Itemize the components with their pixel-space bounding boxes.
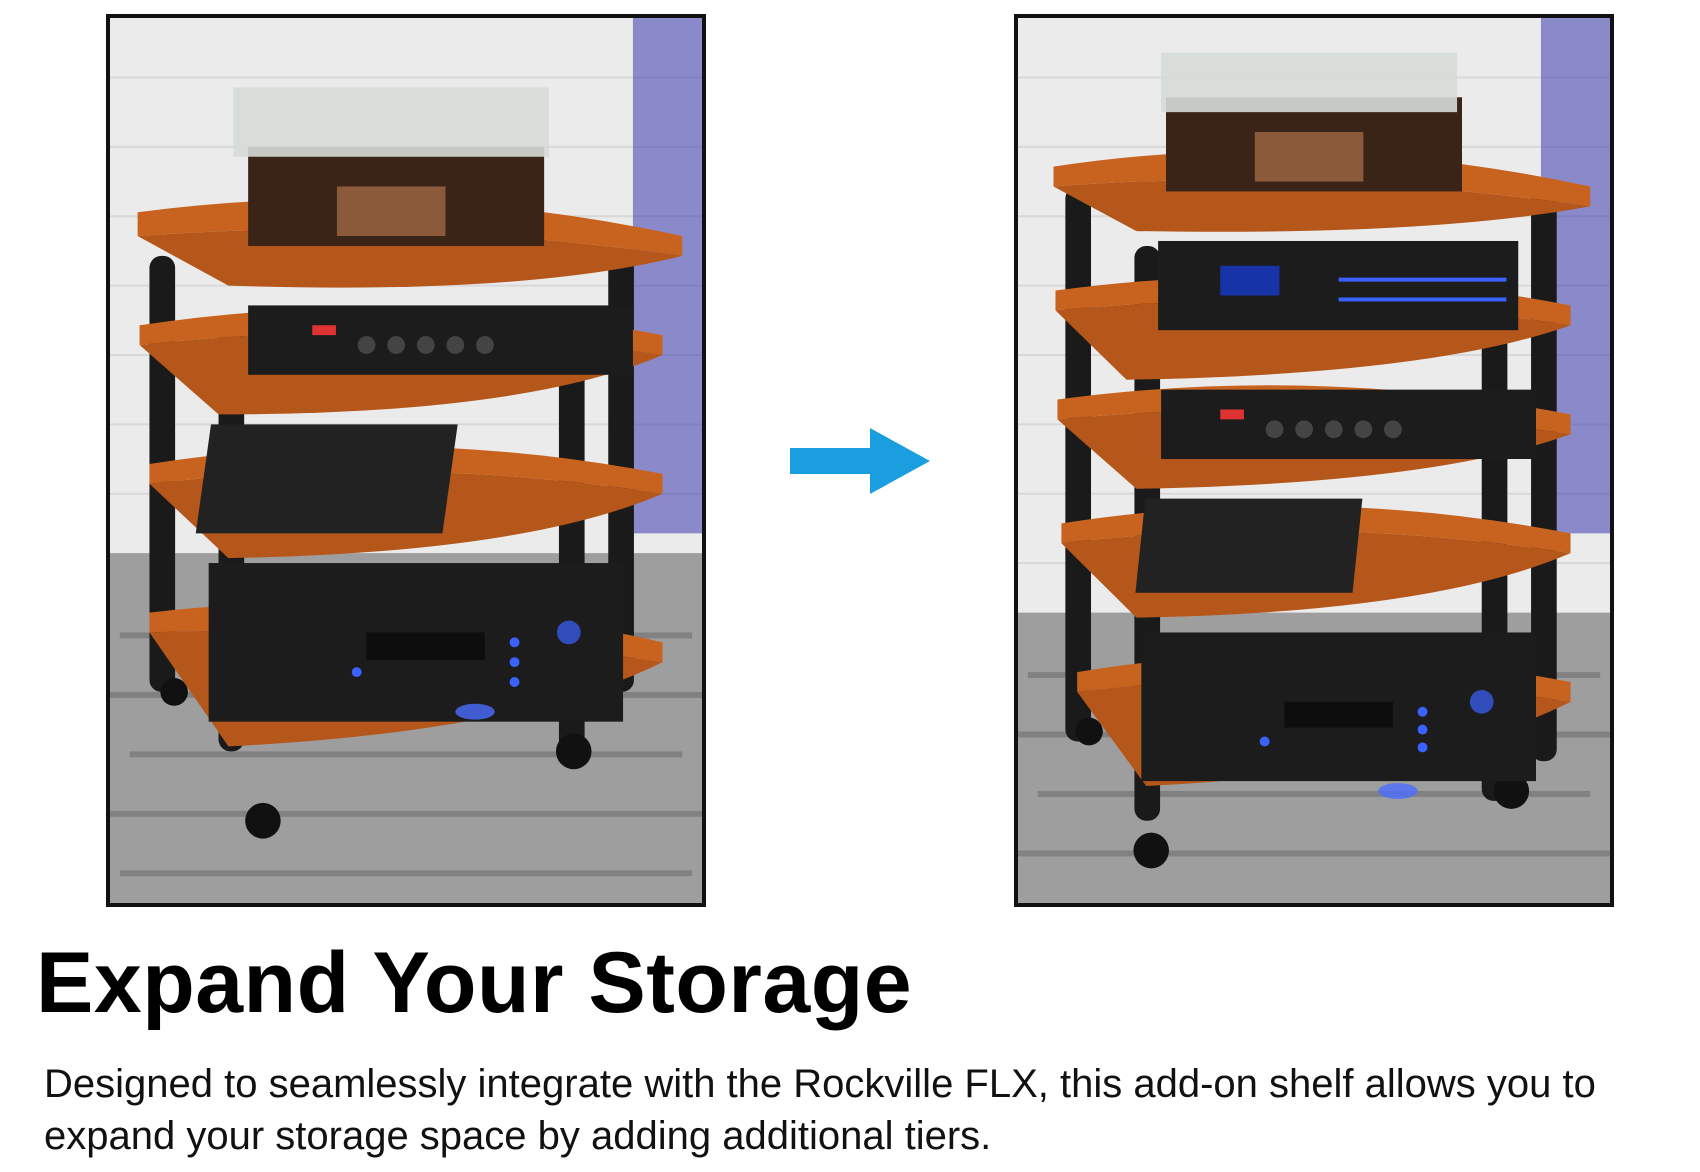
before-photo: [106, 14, 706, 907]
section-heading: Expand Your Storage: [36, 935, 913, 1031]
after-photo: [1014, 14, 1614, 907]
description-text: Designed to seamlessly integrate with th…: [44, 1062, 1596, 1158]
four-tier-rack-image: [110, 18, 702, 903]
five-tier-rack-image: [1018, 18, 1610, 903]
right-arrow-icon: [790, 428, 930, 494]
